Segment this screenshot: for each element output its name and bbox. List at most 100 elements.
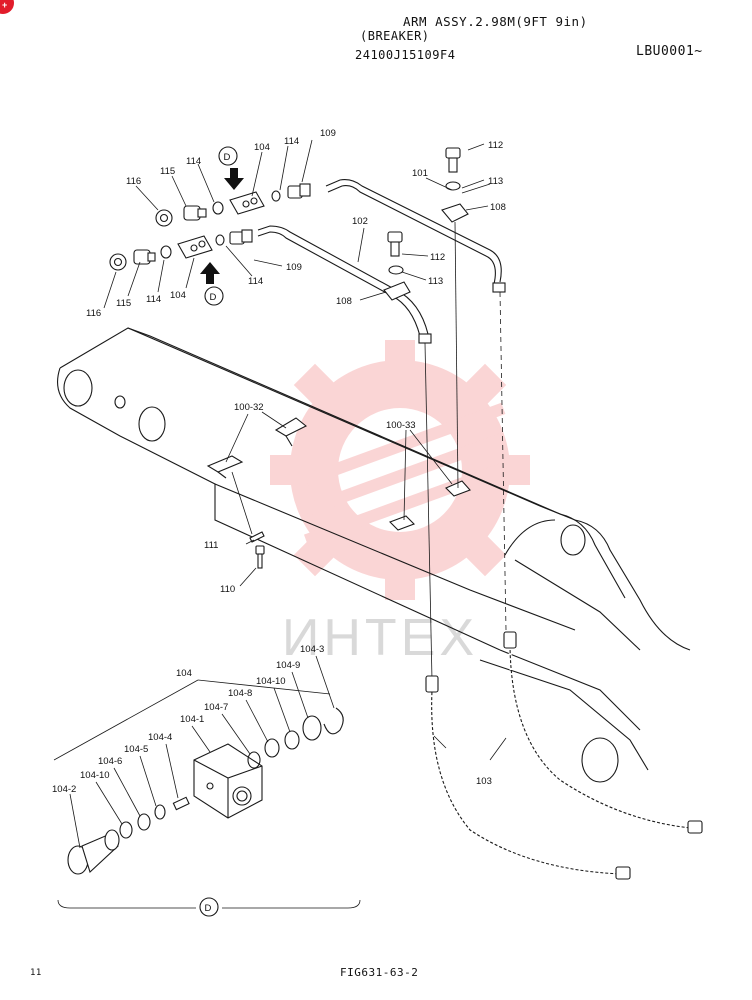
pipe-101: [325, 179, 507, 631]
hose-103-left: [425, 675, 631, 880]
label-102: 102: [352, 216, 368, 227]
bracket-100-32-upper: [274, 417, 308, 447]
ring-104-9: [302, 715, 322, 741]
ring-104-6: [137, 813, 151, 831]
screw-104-4: [172, 796, 190, 811]
block-104-1: [193, 743, 263, 819]
arrow-down-icon: [224, 168, 244, 190]
label-114-d: 114: [146, 294, 161, 305]
oring-114-upper-left: [212, 201, 224, 215]
clamp-108-lower: [383, 281, 411, 301]
label-104-6: 104-6: [98, 756, 122, 767]
label-104-7: 104-7: [204, 702, 228, 713]
label-113-lower: 113: [428, 276, 443, 287]
label-104-1: 104-1: [180, 714, 204, 725]
diagram-subtitle: (BREAKER): [360, 29, 430, 43]
label-110: 110: [220, 584, 235, 595]
fitting-115-lower: [133, 249, 156, 265]
oring-114-upper-right: [271, 190, 281, 202]
ring-104-8: [264, 738, 280, 758]
leader-lines: [103, 139, 507, 761]
detail-leader-lines: [69, 655, 335, 849]
label-101: 101: [412, 168, 428, 179]
bolt-112-lower: [387, 231, 403, 257]
view-marker-d-upper: D: [218, 146, 238, 166]
label-112-lower: 112: [430, 252, 445, 263]
nut-116-upper: [155, 209, 173, 227]
hose-103-right: [503, 631, 703, 834]
corner-badge: +: [0, 0, 14, 14]
view-marker-d-lower: D: [204, 286, 224, 306]
label-104-5: 104-5: [124, 744, 148, 755]
bolt-112-upper: [445, 147, 461, 173]
clamp-108-upper: [441, 203, 469, 489]
oring-104-10-left: [119, 821, 133, 839]
pipe-102: [257, 225, 433, 681]
bracket-100-33-upper: [445, 480, 471, 497]
label-104-10-right: 104-10: [256, 676, 286, 687]
label-104-upper: 104: [254, 142, 270, 153]
washer-113-upper: [445, 181, 461, 191]
bolt-110: [255, 545, 265, 569]
serial-range: LBU0001~: [636, 44, 703, 59]
oring-114-lower-left: [160, 245, 172, 259]
arrow-up-icon: [200, 262, 220, 284]
label-100-33: 100-33: [386, 420, 416, 431]
detail-bracket: [57, 899, 361, 909]
label-109-lower: 109: [286, 262, 302, 273]
label-104-3: 104-3: [300, 644, 324, 655]
label-109-upper: 109: [320, 128, 336, 139]
washer-113-lower: [388, 265, 404, 275]
arm-body: [57, 327, 691, 783]
label-100-32: 100-32: [234, 402, 264, 413]
block-104-lower: [177, 235, 213, 259]
assembly-part-number: 24100J15109F4: [355, 48, 456, 62]
label-114-a: 114: [284, 136, 299, 147]
oring-104-10-right: [284, 730, 300, 750]
label-115-upper: 115: [160, 166, 175, 177]
figure-number: FIG631-63-2: [340, 966, 419, 979]
fitting-109-upper: [287, 183, 311, 199]
label-111: 111: [204, 540, 218, 551]
oring-114-lower-right: [215, 234, 225, 246]
label-103: 103: [476, 776, 492, 787]
svg-text:D: D: [210, 292, 217, 303]
svg-text:D: D: [224, 152, 231, 163]
watermark-text: ИНТЕХ: [282, 609, 478, 667]
label-108-upper: 108: [490, 202, 506, 213]
diagram-title: ARM ASSY.2.98M(9FT 9in): [403, 14, 588, 29]
label-116-lower: 116: [86, 308, 101, 319]
label-115-lower: 115: [116, 298, 131, 309]
label-114-b: 114: [186, 156, 201, 167]
label-104-9: 104-9: [276, 660, 300, 671]
label-104-4: 104-4: [148, 732, 172, 743]
label-113-upper: 113: [488, 176, 503, 187]
view-marker-d-detail: D: [199, 897, 219, 917]
plug-104-2: [67, 829, 120, 875]
fitting-115-upper: [183, 205, 207, 221]
ring-104-5: [154, 804, 166, 820]
label-104-lower: 104: [170, 290, 186, 301]
label-116-upper: 116: [126, 176, 141, 187]
detail-d-exploded: D: [53, 679, 361, 917]
snap-ring-104-3: [323, 707, 344, 735]
watermark-gear-logo: [270, 340, 530, 600]
label-104-detail: 104: [176, 668, 192, 679]
corner-badge-glyph: +: [2, 0, 8, 10]
label-104-2: 104-2: [52, 784, 76, 795]
ring-104-7: [247, 751, 261, 769]
nut-116-lower: [109, 253, 127, 271]
callout-labels: 101 102 103 104 104 104 108 108 109 109 …: [52, 128, 506, 795]
block-104-upper: [229, 191, 265, 215]
svg-text:D: D: [205, 903, 212, 914]
bracket-100-33-lower: [389, 515, 415, 531]
label-114-c: 114: [248, 276, 263, 287]
bracket-100-32-lower: [206, 455, 244, 479]
page-number: 11: [30, 968, 42, 978]
label-108-lower: 108: [336, 296, 352, 307]
fitting-109-lower: [229, 229, 253, 245]
label-104-10-left: 104-10: [80, 770, 110, 781]
label-112-upper: 112: [488, 140, 503, 151]
label-104-8: 104-8: [228, 688, 252, 699]
